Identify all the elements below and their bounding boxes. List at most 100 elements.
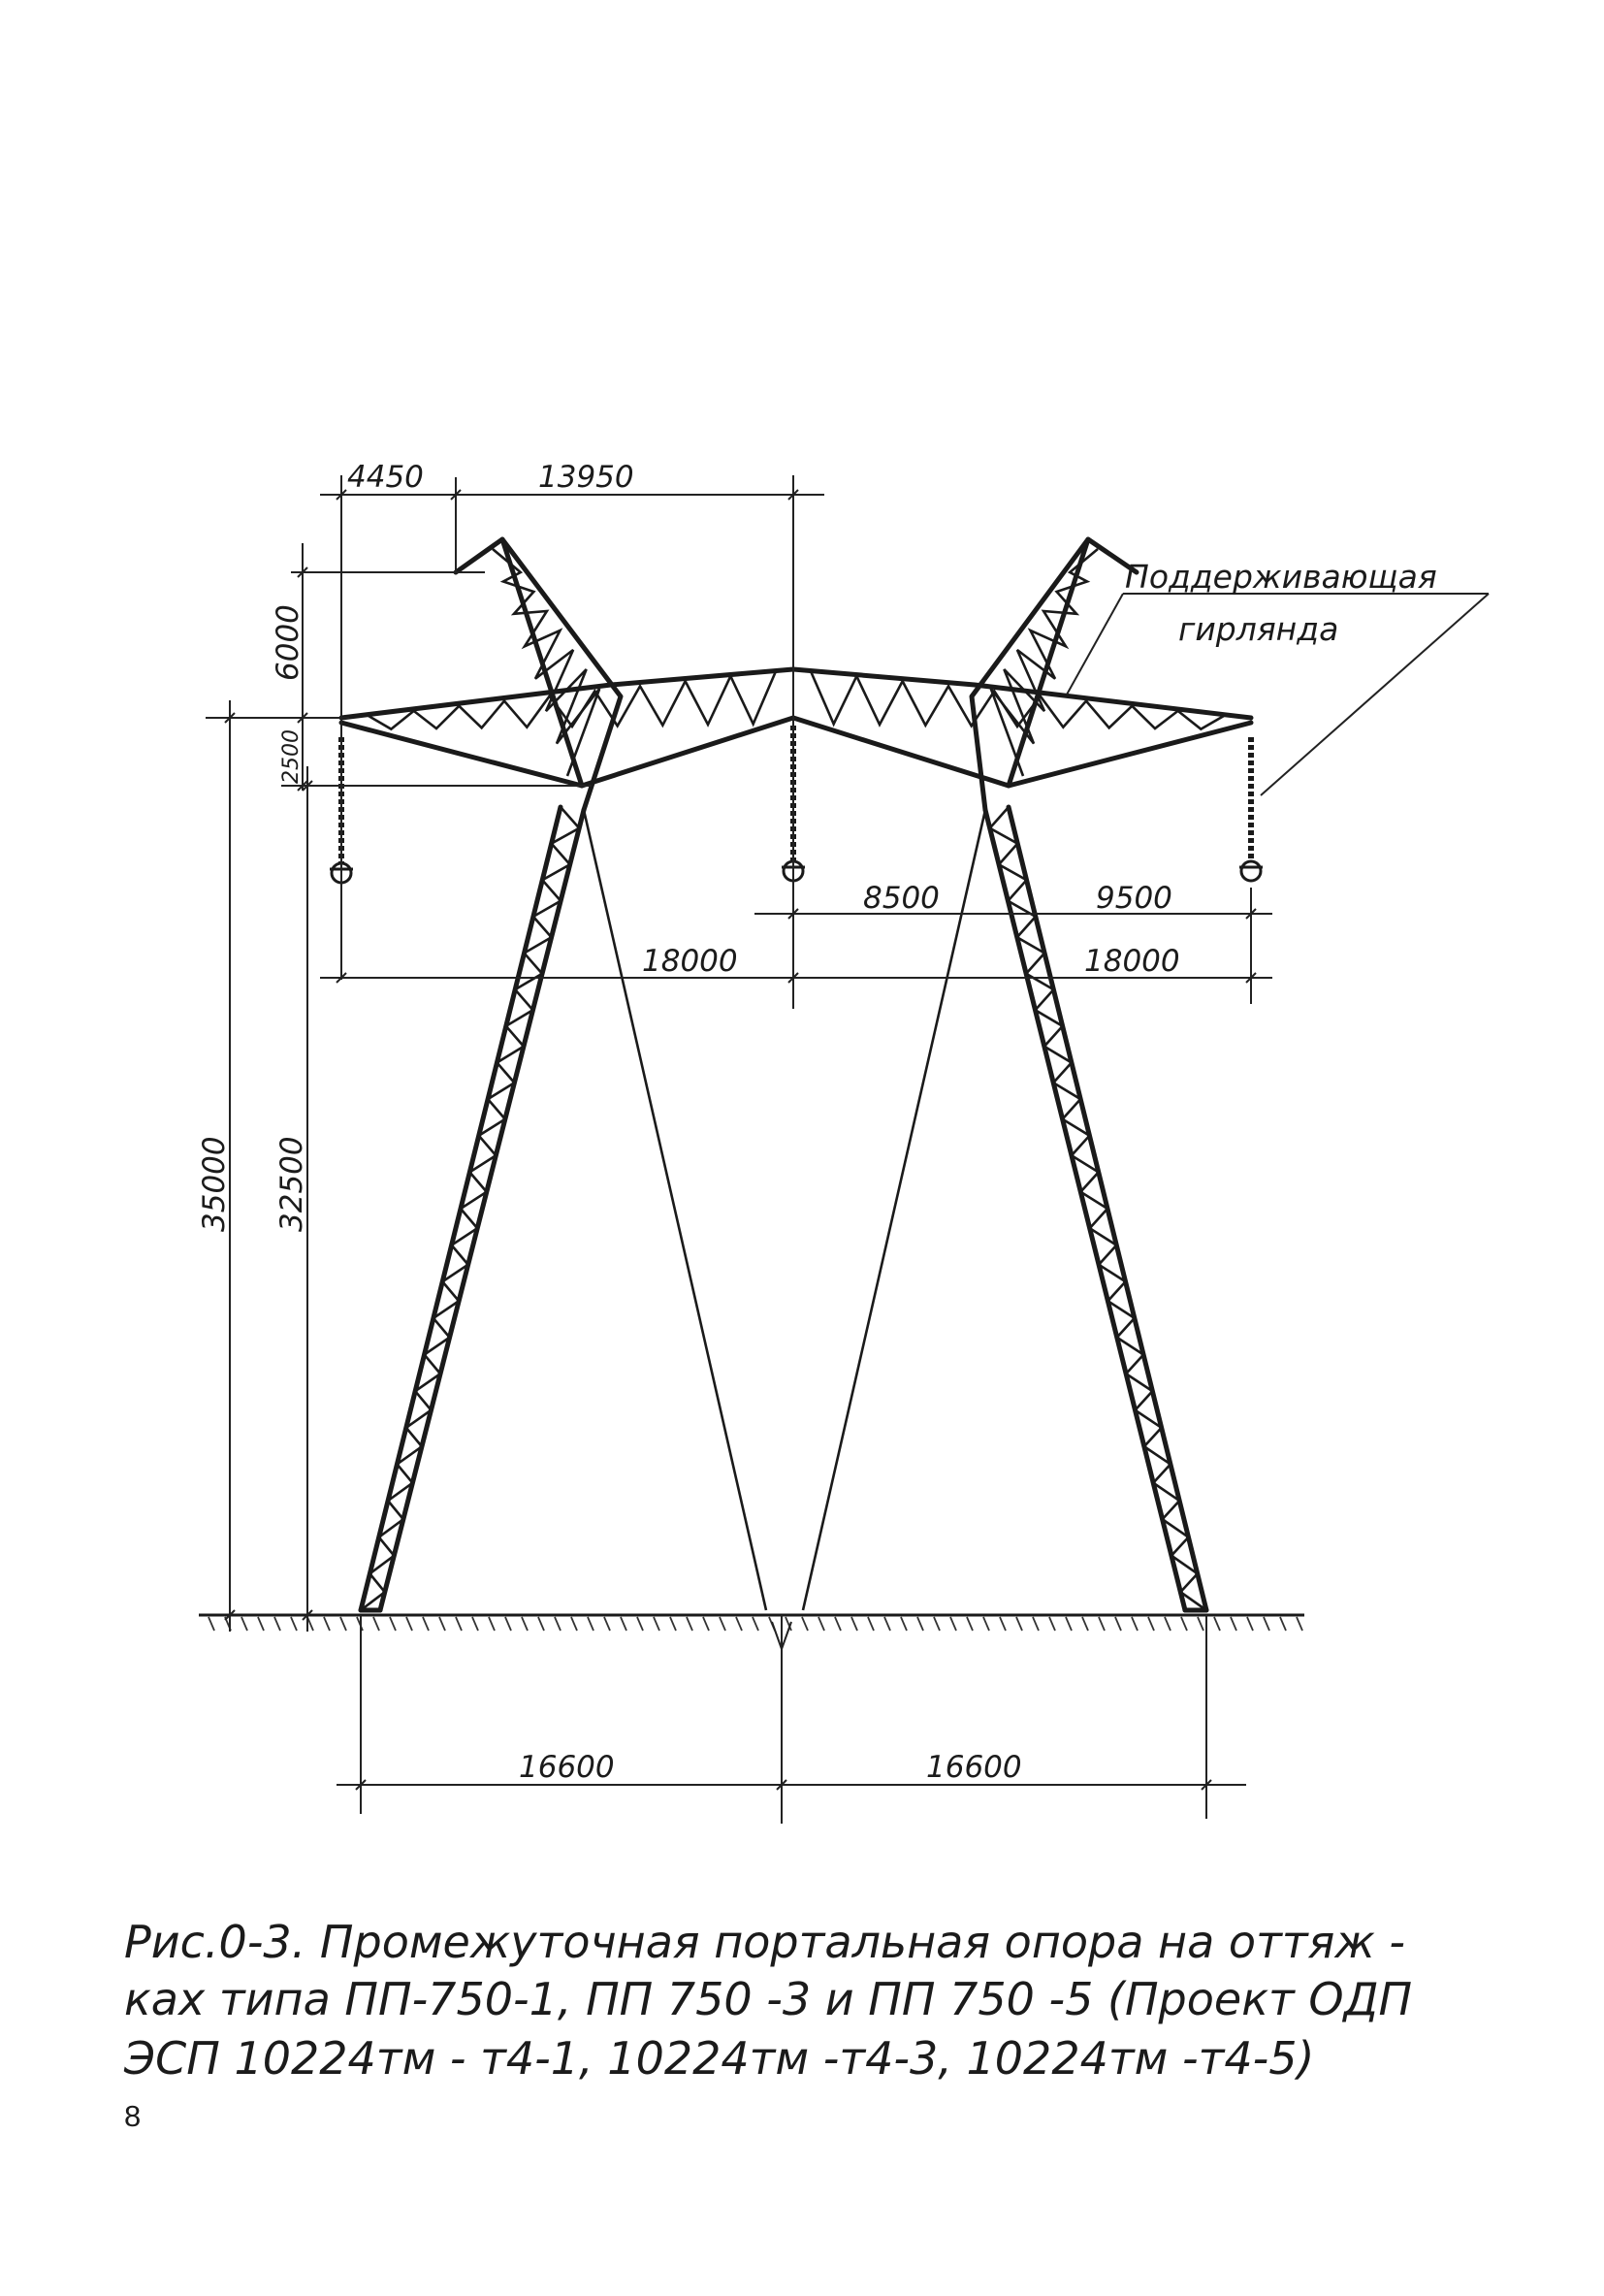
ground-hatch-mark: [372, 1616, 380, 1632]
left-peak-outer: [453, 536, 585, 789]
ground-hatch-mark: [1296, 1616, 1303, 1632]
right-leg-inner-chord: [982, 807, 1188, 1613]
ground-hatch-mark: [1213, 1616, 1221, 1632]
ground-hatch-mark: [702, 1616, 710, 1632]
ground-hatch-mark: [620, 1616, 627, 1632]
ground-hatch-mark: [1098, 1616, 1106, 1632]
tower-structure: [330, 536, 1263, 1613]
caption-line-1: Рис.0-3. Промежуточная портальная опора …: [124, 1916, 1405, 1968]
ground-hatch-mark: [1180, 1616, 1188, 1632]
ground-hatch-mark: [1246, 1616, 1254, 1632]
ground-hatch-mark: [752, 1616, 759, 1632]
ground-hatch-mark: [1081, 1616, 1089, 1632]
dim-18000-right: 18000: [1084, 944, 1180, 979]
dim-35000: 35000: [197, 1136, 232, 1232]
ground-hatch-mark: [1263, 1616, 1270, 1632]
ground-hatch-mark: [1230, 1616, 1237, 1632]
ground-hatch-mark: [273, 1616, 281, 1632]
ground-hatch-mark: [735, 1616, 743, 1632]
ground-hatch-mark: [504, 1616, 512, 1632]
ground-hatch-mark: [257, 1616, 265, 1632]
ground-hatch-mark: [949, 1616, 957, 1632]
ground-hatch-mark: [801, 1616, 809, 1632]
ground-hatch-mark: [900, 1616, 908, 1632]
caption-line-2: ках типа ПП-750-1, ПП 750 -3 и ПП 750 -5…: [124, 1973, 1412, 2025]
right-peak-inner: [969, 536, 1091, 813]
ground-hatch-mark: [669, 1616, 677, 1632]
caption-line-3: ЭСП 10224тм - т4-1, 10224тм -т4-3, 10224…: [123, 2032, 1314, 2085]
dim-4450: 4450: [347, 460, 424, 495]
ground-hatch-mark: [290, 1616, 298, 1632]
dim-18000-left: 18000: [642, 944, 738, 979]
ground-hatch-mark: [933, 1616, 941, 1632]
ground-hatch-mark: [1279, 1616, 1287, 1632]
ground-hatch-mark: [653, 1616, 660, 1632]
ground-hatch-mark: [570, 1616, 578, 1632]
ground-hatch-mark: [1197, 1616, 1204, 1632]
ground-hatch-mark: [1147, 1616, 1155, 1632]
ground-hatch-mark: [241, 1616, 248, 1632]
ground-hatch-mark: [999, 1616, 1007, 1632]
ground-hatch-mark: [1065, 1616, 1073, 1632]
dim-8500: 8500: [863, 881, 940, 916]
ground-hatch-mark: [488, 1616, 496, 1632]
ground-hatch-mark: [455, 1616, 463, 1632]
ground-hatch-mark: [966, 1616, 974, 1632]
ground-hatch-mark: [471, 1616, 479, 1632]
crossarm-lacing-right: [809, 670, 1225, 731]
ground-hatch-mark: [1164, 1616, 1171, 1632]
dimension-lines: [206, 475, 1490, 1824]
ground-hatch-mark: [521, 1616, 529, 1632]
ground-hatch-mark: [636, 1616, 644, 1632]
dim-16600-left: 16600: [519, 1750, 615, 1785]
insulator-clamp-3: [1239, 859, 1263, 883]
ground-hatch-mark: [554, 1616, 561, 1632]
ground-hatch-mark: [339, 1616, 347, 1632]
ground-hatch-mark: [834, 1616, 842, 1632]
right-leg-lacing: [987, 806, 1207, 1612]
crossarm-top-chord-left: [338, 666, 796, 721]
ground-hatch-mark: [818, 1616, 825, 1632]
ground-hatch-mark: [1114, 1616, 1122, 1632]
ground-hatch-mark: [1048, 1616, 1056, 1632]
ground-hatch-mark: [719, 1616, 726, 1632]
guy-wire-left: [582, 809, 768, 1611]
ground-hatch-mark: [438, 1616, 446, 1632]
ground-hatch-mark: [1015, 1616, 1023, 1632]
ground-hatch-mark: [686, 1616, 693, 1632]
right-peak-lacing: [989, 548, 1099, 777]
label-line-1: Поддерживающая: [1125, 558, 1437, 596]
ground-hatch-mark: [1032, 1616, 1040, 1632]
ground-hatch-mark: [405, 1616, 413, 1632]
left-peak-lacing: [492, 548, 601, 777]
crossarm-top-chord-right: [790, 666, 1254, 721]
guy-wire-right: [801, 809, 987, 1611]
ground-hatch-mark: [982, 1616, 990, 1632]
dim-9500: 9500: [1096, 881, 1172, 916]
ground-hatch-mark: [883, 1616, 891, 1632]
left-leg-inner-chord: [377, 807, 587, 1613]
ground-hatch-mark: [785, 1616, 792, 1632]
ground-hatch-mark: [1131, 1616, 1139, 1632]
dim-6000: 6000: [271, 604, 305, 681]
dim-16600-right: 16600: [926, 1750, 1022, 1785]
right-peak-outer: [1006, 536, 1139, 789]
ground-hatch-mark: [537, 1616, 545, 1632]
ground-hatch-mark: [867, 1616, 875, 1632]
dim-2500: 2500: [279, 729, 304, 784]
ground-hatch-mark: [323, 1616, 331, 1632]
ground-hatch-mark: [850, 1616, 858, 1632]
left-peak-inner: [499, 536, 624, 813]
ground-hatch-mark: [208, 1616, 215, 1632]
label-line-2: гирлянда: [1178, 610, 1338, 648]
ground-hatching: [208, 1616, 1303, 1652]
ground-hatch-mark: [587, 1616, 594, 1632]
ground-hatch-mark: [603, 1616, 611, 1632]
left-leg-lacing: [360, 806, 582, 1612]
ground-hatch-mark: [422, 1616, 430, 1632]
dim-32500: 32500: [274, 1136, 309, 1232]
crossarm-lacing-left: [368, 670, 778, 731]
dim-13950: 13950: [538, 460, 634, 495]
